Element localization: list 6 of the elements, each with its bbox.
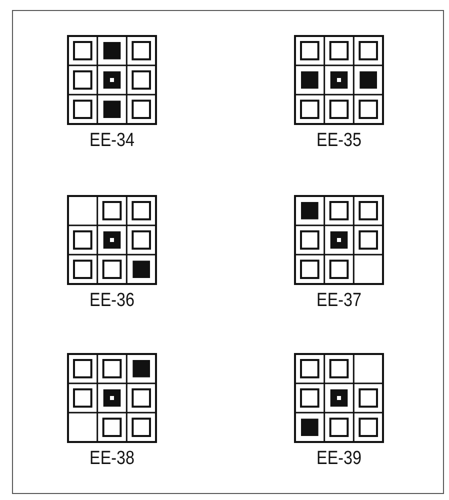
pattern-label: EE-35 <box>316 130 362 152</box>
pattern-label: EE-38 <box>88 448 136 470</box>
pattern-label: EE-39 <box>316 448 362 470</box>
pattern-label: EE-37 <box>316 290 362 312</box>
pattern-label: EE-36 <box>88 290 136 312</box>
pattern-label: EE-34 <box>88 130 136 152</box>
